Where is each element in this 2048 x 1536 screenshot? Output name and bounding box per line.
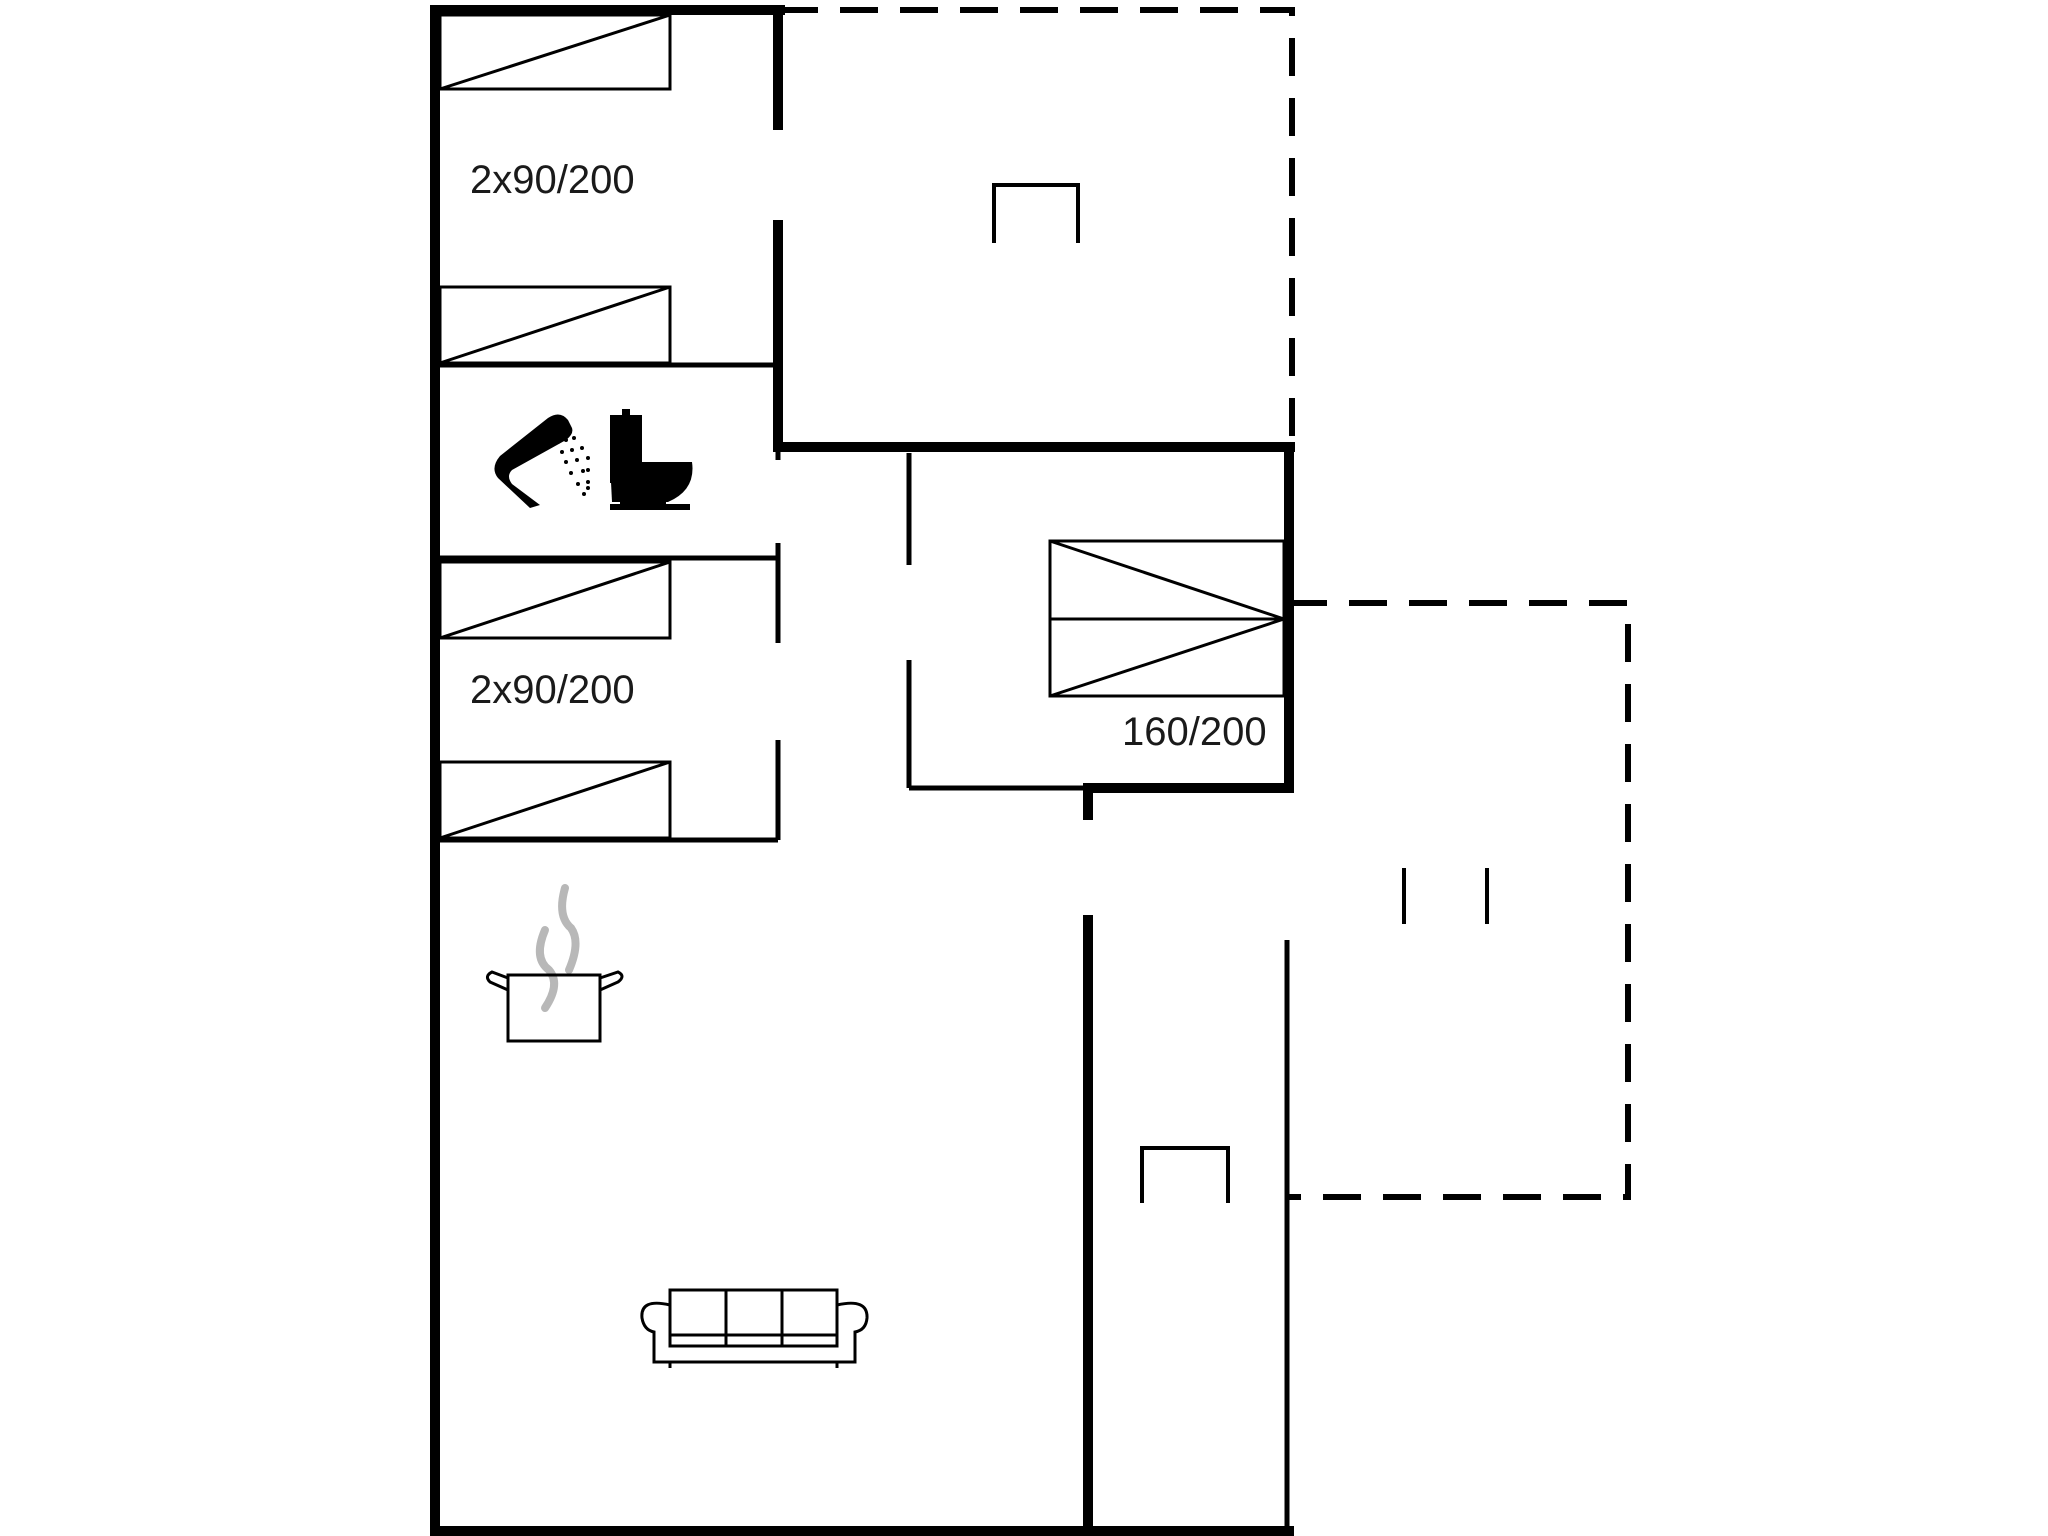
bed-double-icon [1048,539,1286,698]
bed-single-icon [438,285,672,365]
cooking-pot-icon [485,884,624,1043]
table-icon [1140,1146,1230,1203]
bedroom-1-label: 2x90/200 [470,158,635,202]
exterior-walls [430,5,1295,1536]
terrace-outlines [780,7,1631,1200]
sofa-icon [640,1288,869,1368]
bedroom-2-label: 2x90/200 [470,668,635,712]
table-icon [992,183,1080,243]
bed-single-icon [438,13,672,91]
shower-icon [494,414,590,508]
bedroom-3-label: 160/200 [1122,710,1267,754]
bench-icon [1402,868,1489,924]
bed-single-icon [438,760,672,840]
bed-single-icon [438,560,672,640]
toilet-icon [610,409,693,510]
interior-walls [435,362,1290,1531]
